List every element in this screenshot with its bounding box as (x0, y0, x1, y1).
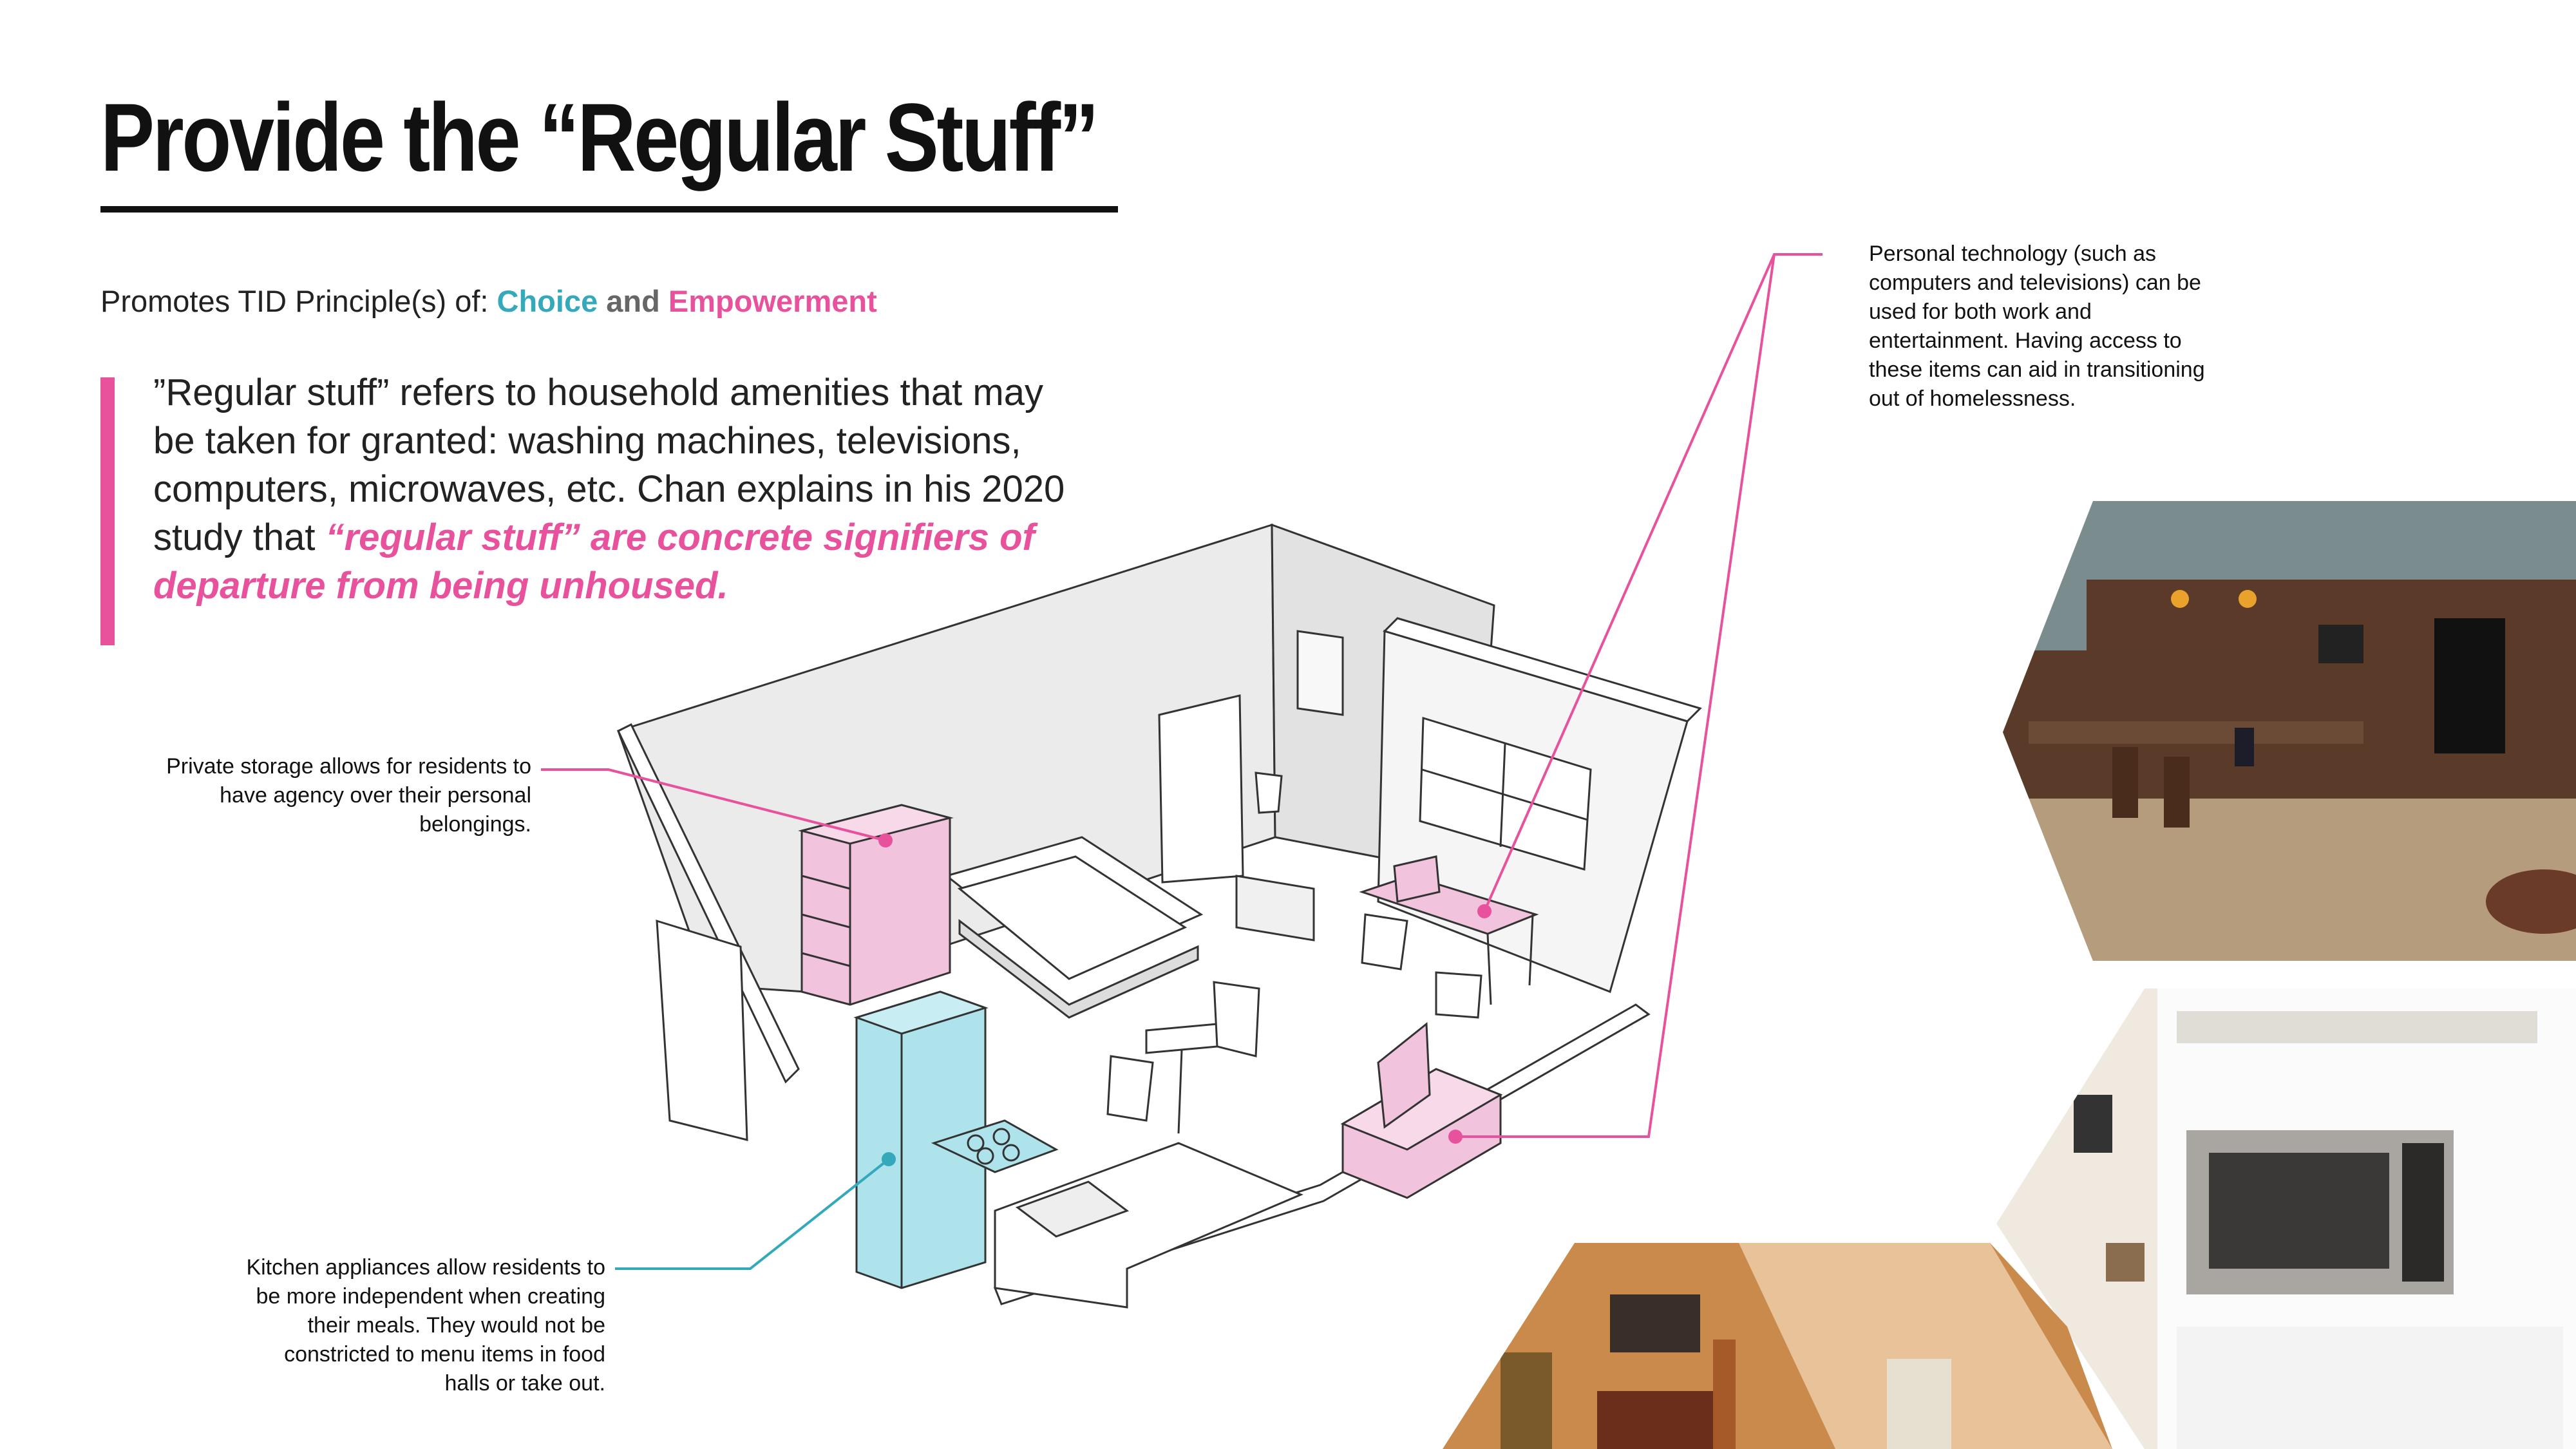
storage-wardrobe (798, 804, 954, 1006)
chair-2 (1213, 981, 1260, 1057)
desk (1359, 855, 1539, 1005)
sink (1015, 1180, 1130, 1238)
entry-door (656, 919, 748, 1141)
chair-3 (1361, 913, 1408, 971)
principles-prefix: Promotes TID Principle(s) of: (100, 284, 497, 318)
storage-dot (878, 833, 893, 848)
kitchen-counter (994, 1142, 1303, 1309)
bathroom-door (1158, 694, 1244, 884)
storage-leader (541, 768, 886, 842)
bathroom-window (1296, 630, 1344, 716)
tech-desk-dot (1477, 904, 1492, 918)
principle-choice: Choice (497, 284, 598, 318)
window (1419, 716, 1592, 871)
callout-lines (541, 253, 1823, 1270)
chair-1 (1106, 1055, 1154, 1122)
right-wall-top (1383, 617, 1702, 723)
quote-accent-bar (100, 377, 115, 645)
principles-and: and (598, 284, 668, 318)
principle-empowerment: Empowerment (668, 284, 877, 318)
title-underline (100, 206, 1118, 213)
quote-text: ”Regular stuff” refers to household amen… (153, 372, 1065, 558)
page-title: Provide the “Regular Stuff” (100, 83, 1099, 191)
storage-callout: Private storage allows for residents to … (166, 754, 531, 837)
refrigerator (853, 990, 1059, 1289)
bed-mattress (957, 855, 1188, 980)
chair-4 (1435, 971, 1482, 1019)
room-floor-plan (617, 523, 1702, 1309)
kitchen-dot (882, 1152, 896, 1166)
tech-leader-tv (1455, 254, 1776, 1138)
tv-console (1340, 1021, 1503, 1199)
intro-quote: ”Regular stuff” refers to household amen… (153, 368, 1081, 610)
bed-base (958, 918, 1199, 1019)
kitchen-leader (615, 1158, 890, 1270)
principles-line: Promotes TID Principle(s) of: Choice and… (100, 283, 877, 319)
kitchen-callout: Kitchen appliances allow residents to be… (246, 1255, 605, 1396)
toilet (1255, 772, 1283, 814)
shower (1235, 875, 1315, 942)
quote-emphasis: “regular stuff” are concrete signifiers … (153, 516, 1035, 607)
technology-callout: Personal technology (such as computers a… (1869, 242, 2205, 411)
photo-kitchen-dining (2003, 501, 2576, 961)
photo-living-room (1443, 1243, 2112, 1449)
tech-tv-dot (1448, 1130, 1463, 1144)
